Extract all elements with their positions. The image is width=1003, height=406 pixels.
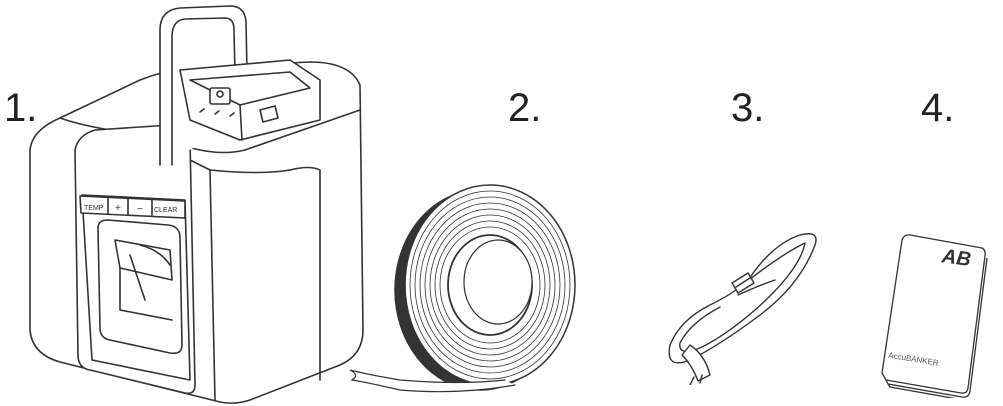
tape-tail xyxy=(349,369,516,393)
item-number-2: 2. xyxy=(508,86,542,130)
plus-button-label: + xyxy=(115,203,121,214)
power-cord-illustration xyxy=(668,233,817,385)
manual-illustration: AB AccuBANKER xyxy=(881,234,988,398)
item-number-4: 4. xyxy=(921,86,955,130)
temp-button-label: TEMP xyxy=(84,205,104,212)
tape-roll-illustration xyxy=(349,184,576,393)
clear-button-label: CLEAR xyxy=(154,207,177,214)
wall-plug xyxy=(681,344,711,382)
manual-logo: AB xyxy=(940,245,973,271)
minus-button-label: − xyxy=(137,204,143,215)
item-number-1: 1. xyxy=(4,86,38,130)
device-illustration: TEMP + − CLEAR xyxy=(29,5,364,404)
top-module xyxy=(179,59,321,141)
item-number-3: 3. xyxy=(731,86,765,130)
